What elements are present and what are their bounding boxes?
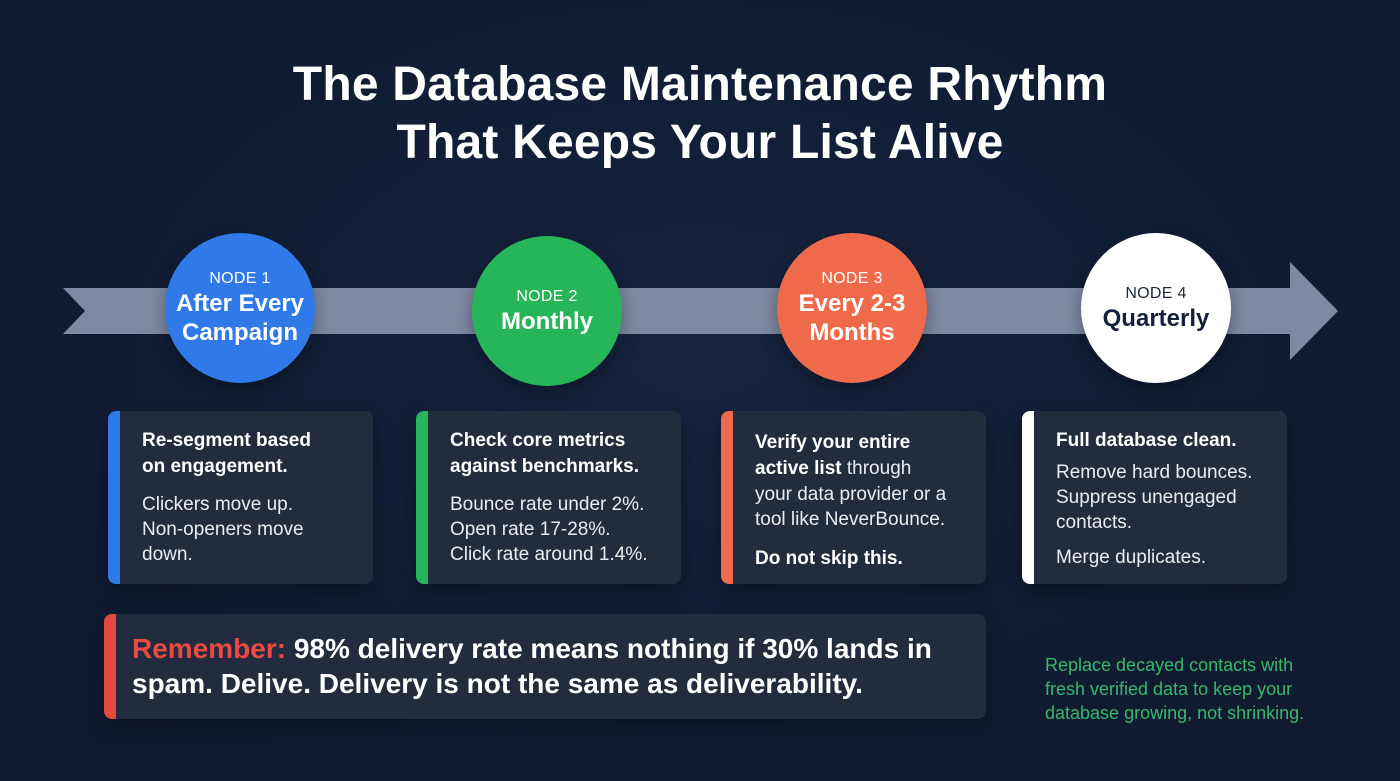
node-label: Every 2-3 Months [799,289,906,347]
card-verify-list: Verify your entire active list through y… [721,411,986,584]
card-core-metrics: Check core metrics against benchmarks. B… [416,411,681,584]
node-number: NODE 3 [821,270,883,287]
reminder-label: Remember: [132,633,287,664]
node-number: NODE 4 [1125,284,1187,302]
footnote-line: database growing, not shrinking. [1045,703,1305,723]
card-extra: Merge duplicates. [1056,547,1206,568]
node-label: Monthly [501,307,593,335]
reminder-accent-bar [104,614,116,719]
node-monthly: NODE 2 Monthly [472,236,622,386]
heading-line: Re-segment based [142,430,311,451]
card-accent-bar [108,411,120,584]
card-heading: Verify your entire active list through [755,430,966,482]
node-label-line: Campaign [181,319,298,346]
card-full-clean: Full database clean. Remove hard bounces… [1022,411,1287,584]
card-heading: Full database clean. [1056,430,1237,451]
card-heading: Check core metrics against benchmarks. [450,428,661,480]
reminder-callout: Remember: 98% delivery rate means nothin… [104,614,986,719]
body-line: Click rate around 1.4%. [450,544,648,565]
reminder-text: Remember: 98% delivery rate means nothin… [132,631,966,701]
node-number: NODE 2 [516,287,578,305]
body-line: Bounce rate under 2%. [450,494,645,515]
reminder-line: 98% delivery rate means nothing if 30% l… [286,633,932,664]
card-heading: Re-segment based on engagement. [142,428,353,480]
heading-line: on engagement. [142,456,288,477]
body-line: Remove hard bounces. [1056,462,1253,483]
node-number: NODE 1 [209,270,271,287]
card-body: Bounce rate under 2%. Open rate 17-28%. … [450,492,661,567]
card-emphasis: Do not skip this. [755,548,903,569]
card-body: Remove hard bounces. Suppress unengaged … [1056,460,1267,535]
footnote: Replace decayed contacts with fresh veri… [1045,653,1355,725]
heading-line: Verify your entire [755,432,911,453]
node-label-line: After Every [175,290,305,317]
body-line: your data provider or a [755,484,947,505]
node-label: After Every Campaign [176,289,304,347]
heading-line: Check core metrics [450,430,626,451]
node-label-line: Months [809,319,895,346]
body-line: contacts. [1056,512,1133,533]
card-accent-bar [416,411,428,584]
page-title: The Database Maintenance Rhythm That Kee… [0,56,1400,172]
card-accent-bar [721,411,733,584]
heading-bold: active list [755,458,842,479]
card-accent-bar [1022,411,1034,584]
node-label-line: Every 2-3 [798,290,906,317]
node-quarterly: NODE 4 Quarterly [1081,233,1231,383]
card-body: your data provider or a tool like NeverB… [755,482,966,532]
footnote-line: Replace decayed contacts with [1045,655,1294,675]
heading-rest: through [841,458,912,479]
title-line-2: That Keeps Your List Alive [396,116,1004,169]
heading-line: against benchmarks. [450,456,640,477]
reminder-line: spam. Delive. Delivery is not the same a… [132,668,863,699]
body-line: tool like NeverBounce. [755,509,946,530]
title-line-1: The Database Maintenance Rhythm [292,58,1108,111]
node-every-2-3-months: NODE 3 Every 2-3 Months [777,233,927,383]
footnote-line: fresh verified data to keep your [1045,679,1293,699]
card-resegment: Re-segment based on engagement. Clickers… [108,411,373,584]
node-label: Quarterly [1102,304,1210,332]
body-line: Clickers move up. [142,494,293,515]
card-body: Clickers move up. Non-openers move down. [142,492,353,567]
body-line: Non-openers move [142,519,304,540]
body-line: Suppress unengaged [1056,487,1237,508]
body-line: down. [142,544,193,565]
body-line: Open rate 17-28%. [450,519,611,540]
node-after-every-campaign: NODE 1 After Every Campaign [165,233,315,383]
